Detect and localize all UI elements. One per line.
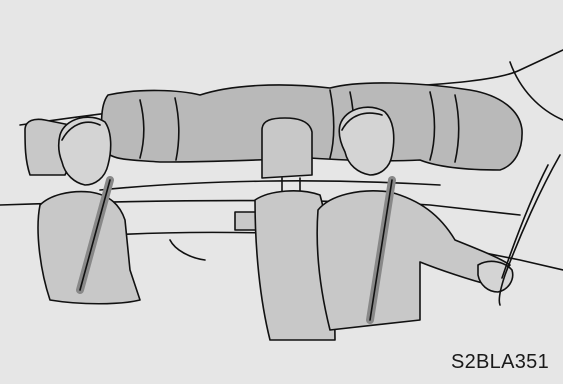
driver-body [317, 191, 510, 330]
driver-hand [478, 261, 513, 292]
figure-code: S2BLA351 [451, 351, 549, 374]
driver-head [339, 107, 394, 175]
rear-passenger-head [59, 117, 111, 185]
front-headrest [262, 118, 312, 178]
